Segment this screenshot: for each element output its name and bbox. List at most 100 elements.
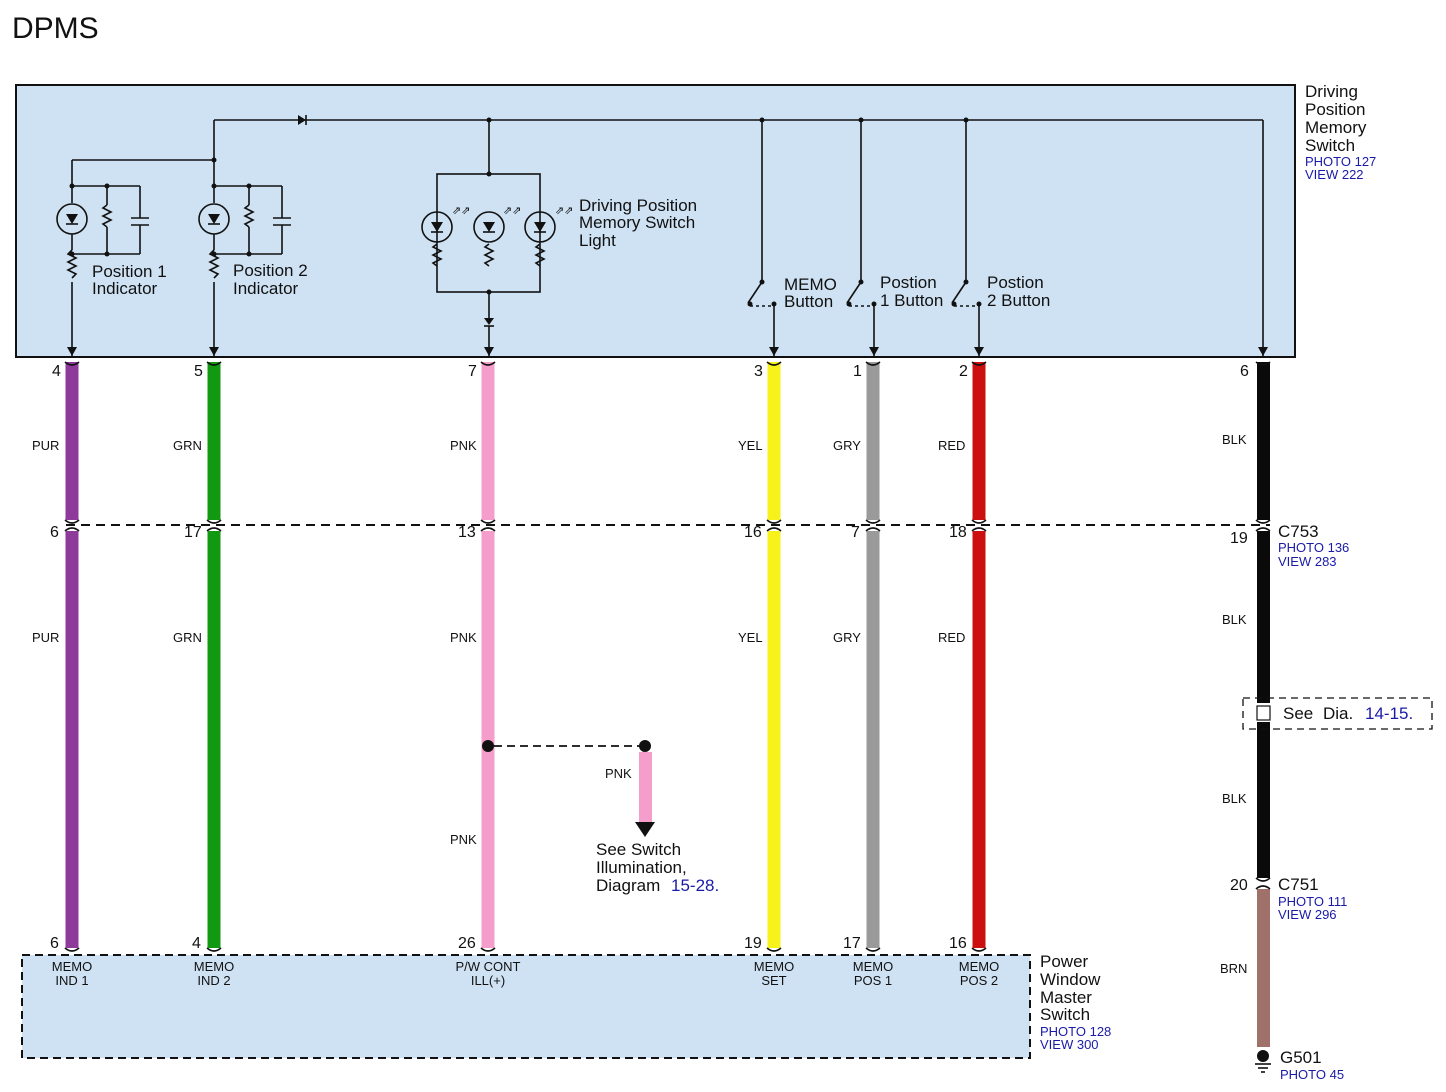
ground-code-1: BLK [1222,432,1247,447]
svg-text:⇗⇗: ⇗⇗ [555,205,573,217]
mid-pin: 7 [851,524,860,541]
branch-wire-pnk [639,752,652,822]
pos1-button-label-2: 1 Button [880,291,943,310]
pos1-button-label-1: Postion [880,273,937,292]
terminal-label-1: MEMO [853,959,893,974]
pw-master-name: Power Window Master Switch PHOTO 128 VIE… [1040,952,1111,1052]
dpms-name-line-3: Memory [1305,118,1367,137]
color-code-upper: PNK [450,438,477,453]
position-2-button-switch-icon [951,120,984,356]
position-1-indicator-icon [56,160,149,356]
color-code-lower: PNK [450,630,477,645]
bottom-pin: 6 [50,935,59,952]
pos2-button-label-2: 2 Button [987,291,1050,310]
wire-segment-lower [481,531,495,948]
pos2-button-label-1: Postion [987,273,1044,292]
g501-label: G501 [1280,1048,1322,1067]
color-code-bottom: PNK [450,832,477,847]
branch-note-1: See Switch [596,840,681,859]
mid-pin: 18 [949,524,967,541]
wire-segment-lower [207,531,221,948]
dpms-name-line-4: Switch [1305,136,1355,155]
power-window-master-switch-box [21,954,1031,1059]
ground-wire: 6 BLK 19 BLK See Dia. 14-15. BLK 20 BRN [1220,361,1433,1073]
mid-pin: 13 [458,524,476,541]
branch-note-3: Diagram [596,876,660,895]
bottom-pin: 16 [949,935,967,952]
c751-view-ref[interactable]: VIEW 296 [1278,907,1337,922]
terminal-label-2: POS 1 [854,973,892,988]
ground-wire-segment-brown [1257,889,1270,1047]
pw-photo-ref[interactable]: PHOTO 128 [1040,1024,1111,1039]
pw-view-ref[interactable]: VIEW 300 [1040,1037,1099,1052]
pos2-indicator-label-1: Position 2 [233,261,308,280]
wire-segment-upper [767,362,781,520]
wire-segment-upper [972,362,986,520]
pw-name-line-4: Switch [1040,1005,1090,1024]
pw-name-line-3: Master [1040,988,1092,1007]
internal-circuit: Position 1 Indicator Position 2 [56,115,1268,356]
svg-text:⇗⇗: ⇗⇗ [503,205,521,217]
pos2-indicator-label-2: Indicator [233,279,299,298]
top-pin: 5 [194,363,203,380]
color-code-lower: YEL [738,630,763,645]
c751-label: C751 [1278,875,1319,894]
splice-point [482,740,494,752]
pos1-indicator-label-2: Indicator [92,279,158,298]
color-code-lower: GRY [833,630,861,645]
color-code-lower: RED [938,630,965,645]
color-code-upper: GRY [833,438,861,453]
wire-segment-lower [866,531,880,948]
ground-code-3: BLK [1222,791,1247,806]
splice-icon [1256,705,1271,721]
terminal-label-2: IND 2 [197,973,230,988]
terminal-label-1: MEMO [194,959,234,974]
color-code-lower: GRN [173,630,202,645]
memo-button-label-2: Button [784,292,833,311]
color-code-upper: GRN [173,438,202,453]
branch-note-2: Illumination, [596,858,687,877]
wire-segment-lower [972,531,986,948]
terminal-label-2: POS 2 [960,973,998,988]
mid-pin: 17 [184,524,202,541]
see-dia-label-see: See [1283,704,1313,723]
c751-photo-ref[interactable]: PHOTO 111 [1278,894,1347,909]
branch-note-ref-link[interactable]: 15-28. [671,876,719,895]
pos1-indicator-label-1: Position 1 [92,262,167,281]
diagram-title: DPMS [12,12,99,45]
bottom-pin: 4 [192,935,201,952]
ground-top-pin: 6 [1240,363,1249,380]
terminal-label-2: SET [761,973,786,988]
switch-light-led-icon: ⇗⇗ ⇗⇗ ⇗⇗ [421,120,573,356]
bottom-pin: 17 [843,935,861,952]
ground-wire-segment-2 [1257,531,1270,703]
c753-view-ref[interactable]: VIEW 283 [1278,554,1337,569]
ground-code-2: BLK [1222,612,1247,627]
mid-pin: 16 [744,524,762,541]
dpms-view-ref[interactable]: VIEW 222 [1305,167,1364,182]
wire-segment-lower [65,531,79,948]
ground-c751-pin: 20 [1230,877,1248,894]
terminal-label-2: IND 1 [55,973,88,988]
color-code-upper: RED [938,438,965,453]
position-1-button-switch-icon [846,120,879,356]
c753-label: C753 [1278,522,1319,541]
color-code-lower: PUR [32,630,59,645]
color-code-upper: YEL [738,438,763,453]
terminal-label-1: MEMO [52,959,92,974]
dpms-photo-ref[interactable]: PHOTO 127 [1305,154,1376,169]
wire-segment-lower [767,531,781,948]
bottom-pin: 26 [458,935,476,952]
c753-photo-ref[interactable]: PHOTO 136 [1278,540,1349,555]
position-2-indicator-icon [198,160,291,356]
connector-labels: C753 PHOTO 136 VIEW 283 C751 PHOTO 111 V… [1278,522,1349,1082]
g501-photo-ref[interactable]: PHOTO 45 [1280,1067,1344,1082]
see-dia-ref-link[interactable]: 14-15. [1365,704,1413,723]
switch-light-label-1: Driving Position [579,196,697,215]
diode-icon [298,115,306,125]
